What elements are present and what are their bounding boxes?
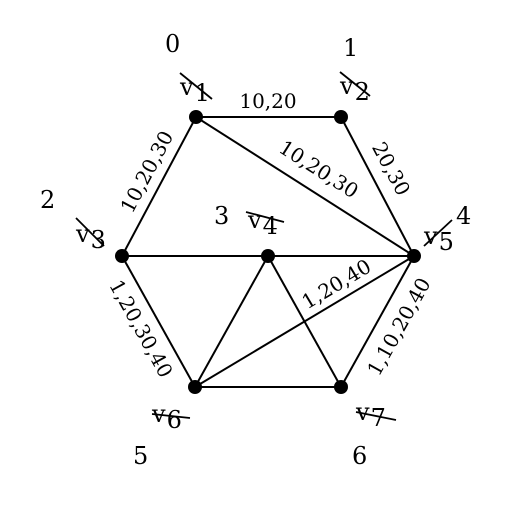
vertex-label-v6: v6 — [151, 400, 191, 434]
edge-label-v6-v5: 1,20,40 — [297, 254, 375, 314]
edge-v5-v7 — [340, 255, 415, 388]
vertex-number-v3: 2 — [40, 186, 55, 214]
edge-label-v2-v5: 20,30 — [367, 138, 415, 200]
vertex-v3 — [115, 249, 129, 263]
vertices — [115, 110, 421, 394]
svg-text:v7: v7 — [355, 398, 386, 432]
edge-v2-v5 — [340, 116, 415, 257]
vertex-v1 — [189, 110, 203, 124]
vertex-number-v4: 3 — [214, 202, 229, 230]
edge-v1-v5 — [195, 116, 415, 257]
vertex-label-v2: v2 — [339, 71, 371, 106]
strike-mark — [355, 411, 397, 421]
edge-v4-v7 — [267, 255, 342, 388]
svg-text:v2: v2 — [339, 72, 370, 106]
edge-v4-v6 — [194, 255, 269, 388]
edge-label-v1-v2: 10,20 — [239, 89, 296, 113]
vertex-labels: v1 v2 v3 v4 v5 v6 v7 — [75, 71, 454, 434]
vertex-number-v1: 0 — [165, 30, 180, 58]
svg-text:v1: v1 — [179, 73, 210, 107]
strike-mark — [339, 71, 371, 97]
vertex-number-v6: 5 — [133, 442, 148, 470]
vertex-label-v1: v1 — [179, 72, 213, 107]
edge-v3-v6 — [121, 255, 196, 388]
vertex-v2 — [334, 110, 348, 124]
edge-v1-v3 — [121, 116, 197, 257]
svg-text:v3: v3 — [75, 220, 106, 254]
vertex-label-v4: v4 — [245, 206, 285, 240]
vertex-label-v5: v5 — [423, 219, 454, 256]
vertex-number-v7: 6 — [352, 442, 367, 470]
edge-label-v5-v7: 1,10,20,40 — [362, 273, 435, 379]
strike-mark — [423, 219, 453, 247]
vertex-v4 — [261, 249, 275, 263]
edge-label-v1-v3: 10,20,30 — [115, 127, 178, 217]
strike-mark — [179, 72, 213, 100]
svg-text:v4: v4 — [247, 206, 278, 240]
strike-mark — [245, 211, 285, 223]
vertex-numbers: 0 1 2 3 4 5 6 — [40, 30, 471, 470]
vertex-label-v3: v3 — [75, 217, 106, 254]
svg-text:v5: v5 — [423, 222, 454, 256]
vertex-number-v5: 4 — [456, 202, 471, 230]
strike-mark — [75, 217, 105, 247]
edge-label-v1-v5: 10,20,30 — [275, 135, 363, 203]
vertex-v7 — [334, 380, 348, 394]
vertex-number-v2: 1 — [343, 34, 358, 62]
strike-mark — [151, 413, 191, 419]
vertex-v5 — [407, 249, 421, 263]
vertex-v6 — [188, 380, 202, 394]
vertex-label-v7: v7 — [355, 398, 397, 432]
